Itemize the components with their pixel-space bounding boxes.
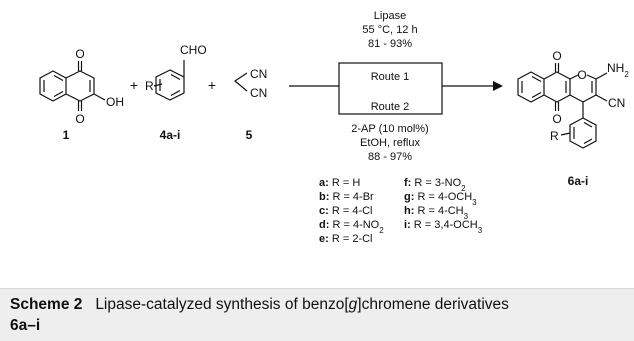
substituent-entry: g: R = 4-OCH3: [404, 191, 477, 207]
compound-4-substituent-r: R: [145, 79, 154, 93]
product-6-oxygen-ring: O: [577, 68, 586, 82]
route2-yield: 88 - 97%: [368, 151, 412, 163]
route1-yield: 81 - 93%: [368, 38, 412, 50]
product-6-label: 6a-i: [568, 174, 589, 188]
product-6-substituent-r: R: [550, 129, 559, 143]
substituent-list: a: R = H b: R = 4-Br c: R = 4-Cl d: R = …: [319, 177, 483, 245]
substituent-entry: b: R = 4-Br: [319, 191, 374, 203]
product-6-double-bond: [531, 91, 542, 99]
compound-1-double-bond: [53, 90, 64, 98]
route2-catalyst: 2-AP (10 mol%): [351, 123, 428, 135]
compound-1-hydroxyl: OH: [106, 95, 124, 109]
compound-5-nitrile-bottom: CN: [250, 86, 267, 100]
substituent-entry: i: R = 3,4-OCH3: [404, 219, 483, 235]
compound-4-double-bond: [170, 73, 181, 81]
compound-1-label: 1: [63, 128, 70, 142]
compound-5-nitrile-top: CN: [250, 67, 267, 81]
plus-sign: +: [208, 77, 216, 93]
caption-text-italic: g: [348, 296, 358, 313]
substituent-entry: e: R = 2-Cl: [319, 233, 373, 245]
compound-1-oxygen-bottom: O: [75, 112, 84, 126]
compound-4-substituent-bond: [153, 83, 163, 87]
product-6-substituent-bond: [560, 132, 571, 136]
route1-catalyst: Lipase: [374, 10, 406, 22]
caption-text-before: Lipase-catalyzed synthesis of benzo[: [95, 296, 349, 313]
caption-text-after: ]chromene derivatives: [357, 296, 509, 313]
compound-4-double-bond: [170, 89, 181, 97]
compound-1-double-bond: [53, 74, 64, 82]
product-6-double-bond: [531, 75, 542, 83]
reaction-arrow-head: [493, 81, 503, 91]
product-6-structure: [517, 63, 608, 149]
route2-label: Route 2: [371, 101, 410, 113]
compound-4-label: 4a-i: [160, 128, 181, 142]
product-6-amine-bond: [595, 72, 608, 80]
product-6-aryl-ring: [569, 117, 597, 149]
compound-5-backbone: [233, 72, 248, 92]
product-6-oxygen-top: O: [552, 49, 561, 63]
product-6-double-bond: [583, 138, 593, 145]
product-6-quinone-ring: [543, 71, 571, 103]
route-box: [338, 62, 443, 115]
substituent-entry: h: R = 4-CH3: [404, 205, 469, 221]
substituent-entry: d: R = 4-NO2: [319, 219, 384, 235]
compound-5-label: 5: [246, 128, 253, 142]
compound-1-hydroxyl-bond: [93, 93, 106, 101]
product-6-oxygen-bottom: O: [552, 112, 561, 126]
product-6-amino-group: NH2: [607, 61, 629, 79]
scheme-caption: Scheme 2 Lipase-catalyzed synthesis of b…: [0, 288, 634, 341]
caption-scheme-label: Scheme 2: [10, 296, 83, 313]
compound-1-oxygen-top: O: [75, 47, 84, 61]
reaction-scheme: O O OH 1 + CHO R 4a-i + CN CN 5 Lipase 5…: [39, 10, 630, 245]
reaction-scheme-drawing: O O OH 1 + CHO R 4a-i + CN CN 5 Lipase 5…: [39, 10, 629, 245]
route2-conditions: EtOH, reflux: [360, 137, 420, 149]
compound-1-quinone-ring: [65, 70, 95, 102]
substituent-entry: a: R = H: [319, 177, 360, 189]
compound-1-structure: [39, 61, 106, 111]
route1-label: Route 1: [371, 71, 410, 83]
compound-4-structure: [153, 60, 185, 101]
caption-compound-range: 6a–i: [10, 317, 41, 334]
product-6-double-bond: [583, 121, 593, 128]
route1-conditions: 55 °C, 12 h: [362, 24, 417, 36]
compound-5-structure: [233, 72, 248, 92]
product-6-nitrile-bond: [595, 94, 608, 102]
substituent-entry: f: R = 3-NO2: [404, 177, 466, 193]
substituent-entry: c: R = 4-Cl: [319, 205, 373, 217]
compound-4-aldehyde-group: CHO: [180, 43, 207, 57]
plus-sign: +: [130, 77, 138, 93]
product-6-nitrile-group: CN: [608, 96, 625, 110]
